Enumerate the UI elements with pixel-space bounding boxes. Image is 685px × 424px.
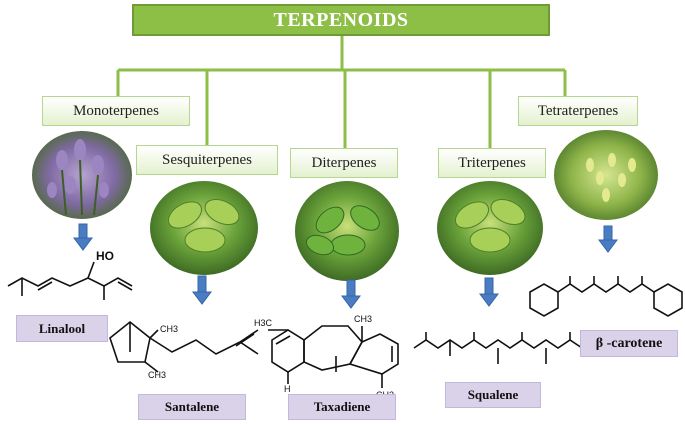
arrow-taxadiene: [341, 279, 361, 309]
santalene-methyl-label-2: CH3: [148, 370, 166, 380]
rice-image: [554, 130, 658, 220]
linalool-structure: [7, 261, 133, 300]
taxadiene-structure: [268, 325, 399, 388]
example-beta-carotene: β -carotene: [580, 330, 678, 357]
taxadiene-methyl-label-2: CH3: [354, 314, 372, 324]
example-santalene: Santalene: [138, 394, 246, 420]
arrow-santalene: [192, 275, 212, 305]
example-linalool: Linalool: [16, 315, 108, 342]
taxadiene-methyl-label: H3C: [254, 318, 273, 328]
arrow-linalool: [73, 223, 93, 251]
example-taxadiene: Taxadiene: [288, 394, 396, 420]
santalene-methyl-label: CH3: [160, 324, 178, 334]
category-diterpenes: Diterpenes: [290, 148, 398, 178]
arrow-squalene: [479, 277, 499, 307]
example-squalene: Squalene: [445, 382, 541, 408]
lavender-image: [32, 131, 132, 219]
santalene-structure: [109, 320, 259, 373]
squalene-structure: [413, 332, 583, 364]
carotene-structure: [529, 276, 683, 317]
taxadiene-hydrogen-label: H: [284, 384, 291, 394]
sesquiterpene-plant-image: [150, 181, 258, 275]
diterpene-plant-image: [295, 181, 399, 281]
category-monoterpenes: Monoterpenes: [42, 96, 190, 126]
category-tetraterpenes: Tetraterpenes: [518, 96, 638, 126]
category-sesquiterpenes: Sesquiterpenes: [136, 145, 278, 175]
category-triterpenes: Triterpenes: [438, 148, 546, 178]
arrow-carotene: [598, 225, 618, 253]
triterpene-plant-image: [437, 181, 543, 275]
hydroxyl-label: HO: [96, 249, 114, 263]
page-title: TERPENOIDS: [132, 4, 550, 36]
